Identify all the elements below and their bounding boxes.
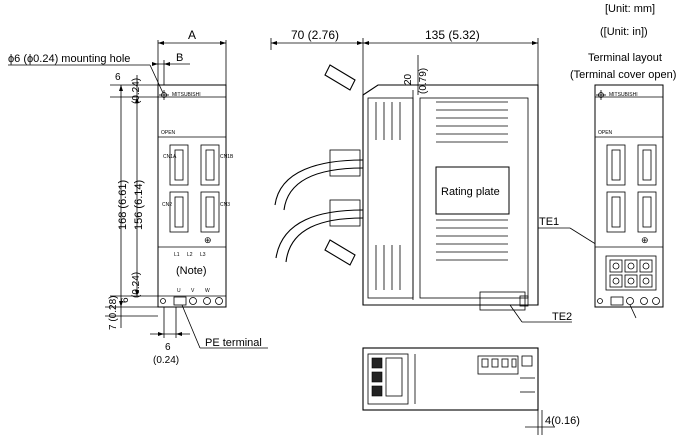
front-view: MITSUBISHI OPEN CN1A CN1B CN2 CN3 ⊕ L1 L… [8,28,268,366]
terminal-layout-title: Terminal layout [588,52,662,64]
dim-a-label: A [188,28,196,42]
u-label: U [177,288,181,294]
pe-terminal-label: PE terminal [205,337,262,349]
dim-b-label: B [176,52,183,64]
open-label-2: OPEN [598,130,613,136]
cn3-label: CN3 [220,202,230,208]
brand-label-2: MITSUBISHI [609,92,638,98]
rating-plate-label: Rating plate [441,186,500,198]
vent-slots-right [436,101,508,261]
l3-label: L3 [200,252,206,258]
dim-20-in: (0.79) [418,68,429,94]
dim-6-pe: 6 [165,342,171,353]
vent-slots-left [375,102,401,290]
brand-label: MITSUBISHI [172,92,201,98]
plus-icon: ⊕ [204,235,212,245]
dim-6-pe-in: (0.24) [153,355,179,366]
l1-label: L1 [174,252,180,258]
cn2-label: CN2 [162,202,172,208]
side-view: 70 (2.76) 135 (5.32) 20 (0.79) [270,28,619,323]
dim-4: 4(0.16) [545,415,580,427]
dim-156: 156 (6.14) [133,180,145,230]
rating-plate [435,166,510,215]
plus-icon-2: ⊕ [641,235,649,245]
v-label: V [191,288,195,294]
terminal-layout-view: [Unit: mm] ([Unit: in]) Terminal layout … [570,3,676,319]
dim-7: 7 (0.28) [108,296,119,330]
cn1b-label: CN1B [220,154,234,160]
open-label: OPEN [161,130,176,136]
bottom-view: 4(0.16) [362,347,580,435]
note-label: (Note) [176,265,207,277]
dim-168: 168 (6.61) [117,180,129,230]
te1-terminal-block [605,255,657,291]
te1-label: TE1 [539,216,559,228]
cables [274,64,364,266]
dim-6-top-in: (0.24) [131,78,142,104]
unit-in: ([Unit: in]) [600,26,648,38]
dim-6-top: 6 [115,72,121,83]
l2-label: L2 [187,252,193,258]
dim-6-bottom-in: (0.24) [131,272,142,298]
dim-6-bottom: 6 [120,297,131,303]
mounting-hole-label: ϕ6 (ϕ0.24) mounting hole [8,53,130,65]
dim-20: 20 [403,73,414,85]
dim-135: 135 (5.32) [425,28,480,42]
terminal-layout-subtitle: (Terminal cover open) [570,69,676,81]
cn1a-label: CN1A [163,154,177,160]
te2-label: TE2 [552,311,572,323]
dim-70: 70 (2.76) [291,28,339,42]
unit-mm: [Unit: mm] [605,3,655,15]
w-label: W [205,288,210,294]
